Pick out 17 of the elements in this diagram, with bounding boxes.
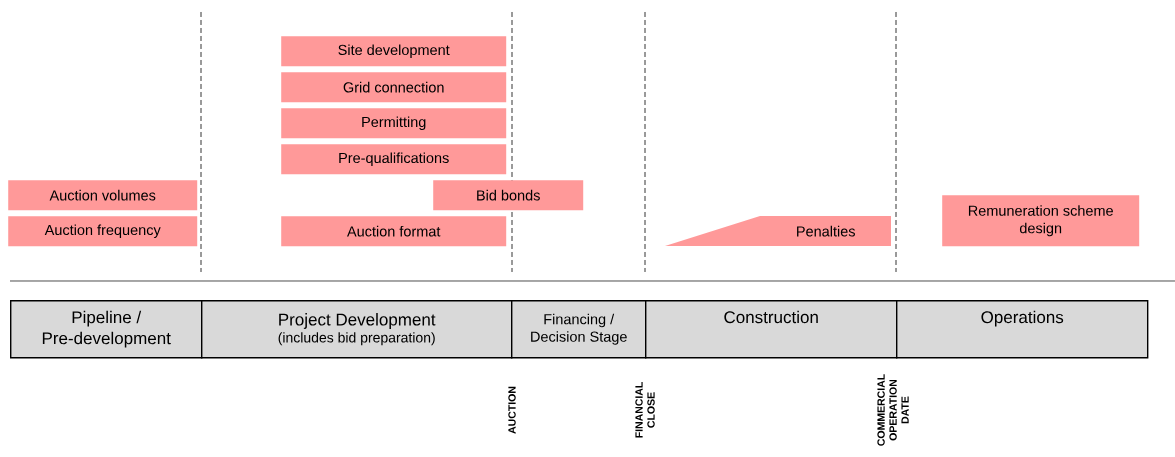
factor-box: Auction frequency xyxy=(8,216,198,247)
factor-box: Auction volumes xyxy=(8,180,198,211)
milestone-label: COMMERCIAL OPERATION DATE xyxy=(877,374,909,446)
factor-box: Remuneration scheme design xyxy=(942,195,1140,247)
phase-box: Operations xyxy=(896,300,1149,359)
factor-box: Site development xyxy=(281,36,507,67)
factor-box: Grid connection xyxy=(281,72,507,103)
factor-box: Auction format xyxy=(281,216,507,247)
milestone-label: FINANCIAL CLOSE xyxy=(635,382,655,438)
phase-box: Construction xyxy=(645,300,898,359)
milestone-label: AUCTION xyxy=(508,386,516,434)
penalty-wedge: Penalties xyxy=(665,216,891,246)
factor-box: Pre-qualifications xyxy=(281,144,507,175)
phase-box: Financing / Decision Stage xyxy=(511,300,647,359)
phase-box: Pipeline / Pre-development xyxy=(10,300,203,359)
factor-box: Bid bonds xyxy=(433,180,584,211)
factor-box: Permitting xyxy=(281,108,507,139)
